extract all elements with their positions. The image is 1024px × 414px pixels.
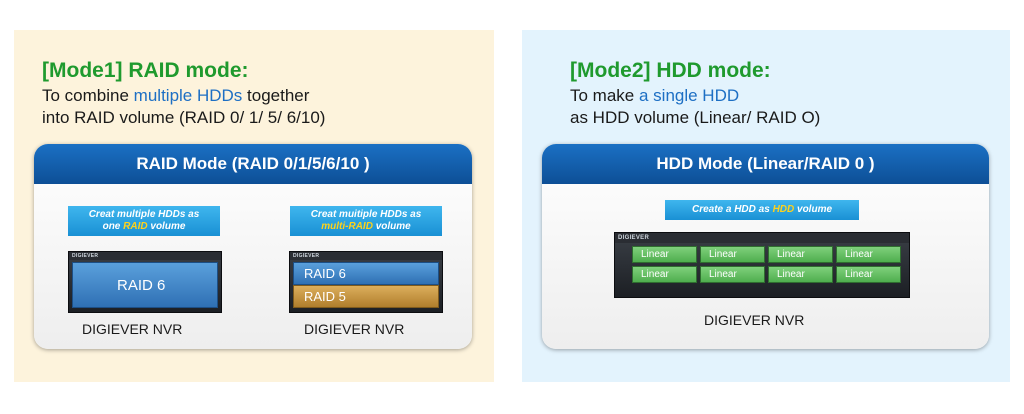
callout-text-end: volume [794,204,833,215]
nvr-brand-logo: DIGIEVER [72,253,99,259]
mode1-desc-highlight: multiple HDDs [133,86,243,105]
callout-highlight: multi-RAID [321,221,373,232]
one-raid-callout: Creat multiple HDDs as one RAID volume [68,206,220,236]
nvr-device-multi-raid: DIGIEVER RAID 6 RAID 5 [289,251,443,313]
mode2-desc-text: To make [570,86,639,105]
raid6-volume-label: RAID 6 [304,266,346,281]
raid6-volume: RAID 6 [293,262,439,285]
linear-drive: Linear [836,266,901,283]
hdd-volume-callout: Create a HDD as HDD volume [665,200,859,220]
mode2-title: [Mode2] HDD mode: [570,59,771,82]
nvr-drive-bays: RAID 6 RAID 5 [293,262,439,308]
mode1-desc-text-end: together [242,86,310,105]
one-raid-callout-line1: Creat multiple HDDs as [88,209,200,220]
multi-raid-callout: Creat muitiple HDDs as multi-RAID volume [290,206,442,236]
hdd-mode-card: HDD Mode (Linear/RAID 0 ) Create a HDD a… [542,144,989,349]
left-nvr-label: DIGIEVER NVR [82,321,183,337]
right-nvr-label: DIGIEVER NVR [304,321,405,337]
raid6-volume: RAID 6 [72,262,218,308]
mode1-desc-text: To combine [42,86,134,105]
linear-drive: Linear [632,266,697,283]
raid-mode-panel: [Mode1] RAID mode: To combine multiple H… [14,30,494,382]
callout-text: Create a HDD as [691,204,773,215]
linear-drive: Linear [836,246,901,263]
raid6-volume-label: RAID 6 [117,277,166,294]
linear-drive: Linear [632,246,697,263]
hdd-mode-panel: [Mode2] HDD mode: To make a single HDD a… [522,30,1010,382]
mode2-description-line2: as HDD volume (Linear/ RAID O) [570,108,821,127]
multi-raid-callout-line2: multi-RAID volume [294,221,438,233]
callout-text: one [102,221,124,232]
mode2-description-line1: To make a single HDD [570,85,739,107]
callout-text-end: volume [147,221,186,232]
linear-drive: Linear [768,266,833,283]
callout-highlight: HDD [772,204,795,215]
nvr-top-bar [290,252,442,260]
nvr-device-single-raid: DIGIEVER RAID 6 [68,251,222,313]
raid-mode-card-title: RAID Mode (RAID 0/1/5/6/10 ) [34,144,472,184]
nvr-brand-logo: DIGIEVER [293,253,320,259]
raid-mode-card: RAID Mode (RAID 0/1/5/6/10 ) Creat multi… [34,144,472,349]
raid5-volume: RAID 5 [293,285,439,308]
nvr-brand-logo: DIGIEVER [618,235,650,241]
raid5-volume-label: RAID 5 [304,289,346,304]
nvr-drive-bays: RAID 6 [72,262,218,308]
nvr-top-bar [615,233,909,243]
mode1-title: [Mode1] RAID mode: [42,59,249,82]
linear-drive: Linear [700,246,765,263]
nvr-label: DIGIEVER NVR [704,312,805,328]
one-raid-callout-line2: one RAID volume [72,221,216,233]
mode1-description-line1: To combine multiple HDDs together [42,85,309,107]
mode1-description-line2: into RAID volume (RAID 0/ 1/ 5/ 6/10) [42,108,326,127]
hdd-mode-card-title: HDD Mode (Linear/RAID 0 ) [542,144,989,184]
mode2-desc-highlight: a single HDD [638,86,740,105]
callout-text-end: volume [372,221,411,232]
nvr-top-bar [69,252,221,260]
linear-drive: Linear [768,246,833,263]
multi-raid-callout-line1: Creat muitiple HDDs as [310,209,422,220]
callout-highlight: RAID [123,221,148,232]
linear-drive: Linear [700,266,765,283]
